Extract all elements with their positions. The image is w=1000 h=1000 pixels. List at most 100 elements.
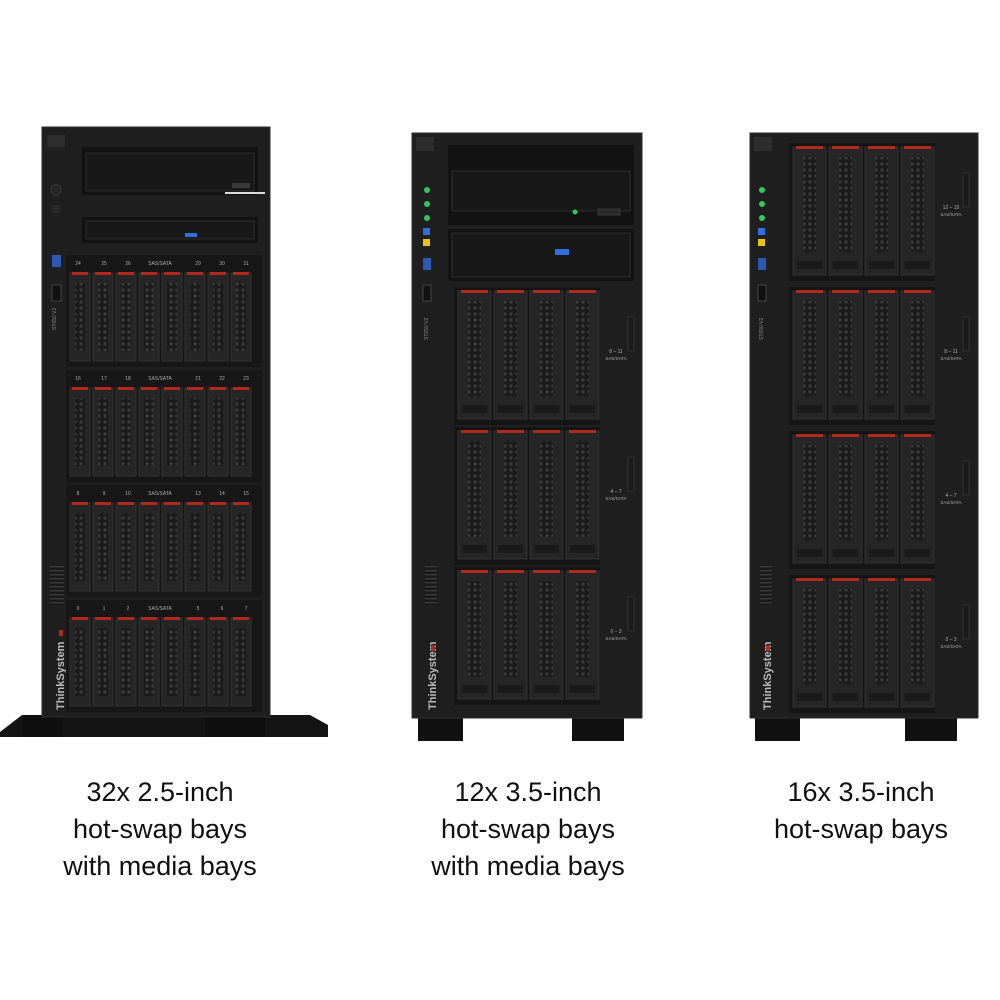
bay-release-latch[interactable] [533,570,560,573]
bay-release-latch[interactable] [141,502,157,505]
bay-release-latch[interactable] [569,290,596,293]
drive-bay[interactable] [565,570,600,700]
bay-release-latch[interactable] [497,570,524,573]
drive-bay[interactable] [900,578,935,708]
bay-release-latch[interactable] [141,617,157,620]
bay-release-latch[interactable] [832,290,859,293]
bay-handle[interactable] [534,405,559,413]
bay-release-latch[interactable] [95,502,111,505]
bay-release-latch[interactable] [904,146,931,149]
drive-bay[interactable] [92,617,114,707]
drive-bay[interactable] [161,272,183,362]
bay-handle[interactable] [498,685,523,693]
bay-release-latch[interactable] [187,272,203,275]
bay-release-latch[interactable] [95,272,111,275]
bay-release-latch[interactable] [832,434,859,437]
drive-bay[interactable] [138,502,160,592]
bay-release-latch[interactable] [461,430,488,433]
bay-release-latch[interactable] [233,617,249,620]
bay-release-latch[interactable] [868,290,895,293]
bay-release-latch[interactable] [796,290,823,293]
bay-handle[interactable] [869,693,894,701]
bay-handle[interactable] [905,261,930,269]
bay-release-latch[interactable] [95,387,111,390]
bay-release-latch[interactable] [796,578,823,581]
drive-bay[interactable] [69,272,91,362]
bay-handle[interactable] [869,405,894,413]
drive-bay[interactable] [161,387,183,477]
bay-handle[interactable] [534,545,559,553]
bay-handle[interactable] [905,549,930,557]
drive-bay[interactable] [864,578,899,708]
drive-bay[interactable] [864,434,899,564]
bay-release-latch[interactable] [118,272,134,275]
bay-handle[interactable] [498,405,523,413]
bay-release-latch[interactable] [210,617,226,620]
bay-handle[interactable] [905,693,930,701]
drive-bay[interactable] [92,387,114,477]
bay-release-latch[interactable] [164,272,180,275]
bay-release-latch[interactable] [118,387,134,390]
drive-bay[interactable] [864,146,899,276]
drive-bay[interactable] [493,570,528,700]
drive-bay[interactable] [115,617,137,707]
drive-bay[interactable] [207,502,229,592]
id-button[interactable] [423,228,430,235]
bay-handle[interactable] [869,549,894,557]
bay-handle[interactable] [462,405,487,413]
bay-handle[interactable] [797,405,822,413]
bay-release-latch[interactable] [164,502,180,505]
id-button[interactable] [52,205,60,213]
usb-port[interactable] [422,284,432,302]
id-button[interactable] [758,228,765,235]
bay-release-latch[interactable] [141,387,157,390]
drive-bay[interactable] [864,290,899,420]
drive-bay[interactable] [184,502,206,592]
bay-release-latch[interactable] [904,290,931,293]
drive-bay[interactable] [230,387,252,477]
drive-bay[interactable] [900,434,935,564]
bay-release-latch[interactable] [796,146,823,149]
usb-port[interactable] [51,284,62,302]
bay-release-latch[interactable] [210,387,226,390]
bay-handle[interactable] [869,261,894,269]
drive-bay[interactable] [529,430,564,560]
drive-bay[interactable] [457,570,492,700]
bay-release-latch[interactable] [187,502,203,505]
drive-bay[interactable] [565,430,600,560]
bay-release-latch[interactable] [233,502,249,505]
drive-bay[interactable] [529,290,564,420]
usb-port[interactable] [757,284,767,302]
bay-handle[interactable] [498,545,523,553]
drive-bay[interactable] [457,430,492,560]
bay-release-latch[interactable] [868,434,895,437]
drive-bay[interactable] [207,387,229,477]
bay-release-latch[interactable] [868,146,895,149]
drive-bay[interactable] [184,272,206,362]
bay-release-latch[interactable] [233,387,249,390]
bay-handle[interactable] [570,405,595,413]
bay-release-latch[interactable] [210,272,226,275]
drive-bay[interactable] [69,617,91,707]
bay-handle[interactable] [570,545,595,553]
drive-bay[interactable] [207,617,229,707]
drive-bay[interactable] [161,617,183,707]
drive-bay[interactable] [828,434,863,564]
drive-bay[interactable] [529,570,564,700]
drive-bay[interactable] [92,272,114,362]
bay-release-latch[interactable] [187,617,203,620]
drive-bay[interactable] [900,146,935,276]
drive-bay[interactable] [69,502,91,592]
bay-handle[interactable] [462,685,487,693]
bay-release-latch[interactable] [210,502,226,505]
drive-bay[interactable] [900,290,935,420]
bay-release-latch[interactable] [72,387,88,390]
drive-bay[interactable] [792,146,827,276]
drive-bay[interactable] [184,387,206,477]
bay-release-latch[interactable] [533,290,560,293]
drive-bay[interactable] [115,502,137,592]
bay-release-latch[interactable] [904,434,931,437]
usb3-port[interactable] [52,255,61,267]
drive-bay[interactable] [828,578,863,708]
drive-bay[interactable] [828,290,863,420]
